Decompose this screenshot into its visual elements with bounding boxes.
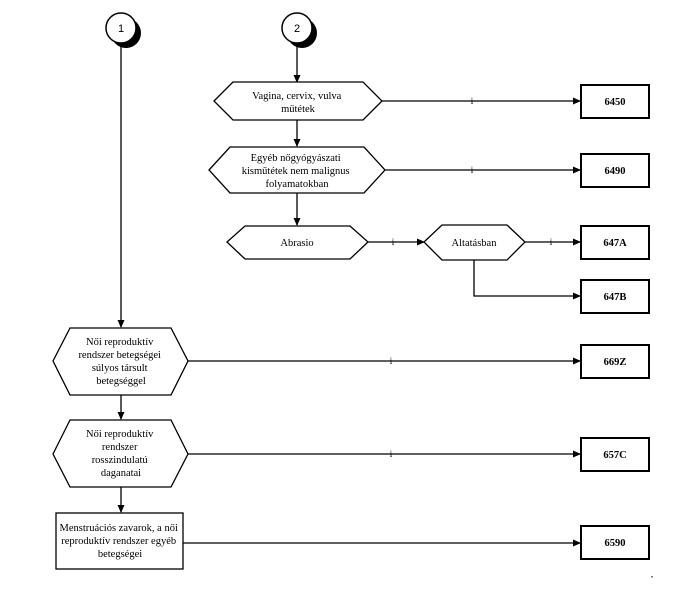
- code-box-647B-text: 647B: [604, 292, 627, 303]
- connector-2-label: 2: [294, 23, 300, 35]
- edge-label-669Z: i: [390, 356, 393, 366]
- edge-label-6490: i: [471, 165, 474, 175]
- node-vagina: Vagina, cervix, vulva műtétek: [213, 81, 383, 121]
- node-noi-rossz-text: Női reproduktív rendszer rosszindulatú d…: [86, 429, 156, 479]
- edges: [117, 44, 581, 547]
- code-box-6490-shape: [580, 153, 650, 188]
- code-box-6450-shape: [580, 84, 650, 119]
- code-box-657C: 657C: [580, 437, 650, 472]
- connector-1-circle: [105, 12, 137, 44]
- connector-2: 2: [281, 12, 317, 48]
- code-box-669Z: 669Z: [580, 344, 650, 379]
- code-box-6590: 6590: [580, 525, 650, 560]
- node-egyeb-shape: [208, 146, 386, 194]
- code-box-6450-text: 6450: [605, 97, 626, 108]
- node-egyeb: Egyéb nőgyógyászati kisműtétek nem malig…: [208, 146, 386, 194]
- connector-2-circle: [281, 12, 313, 44]
- code-box-6590-shape: [580, 525, 650, 560]
- node-noi-sulyos-shape: [52, 327, 189, 396]
- edge-labels: i i i i i i: [390, 96, 553, 459]
- node-noi-rossz: Női reproduktív rendszer rosszindulatú d…: [52, 419, 189, 488]
- node-altatas: Altatásban: [423, 224, 526, 261]
- code-box-6450: 6450: [580, 84, 650, 119]
- code-box-669Z-text: 669Z: [604, 357, 627, 368]
- code-box-647B-shape: [580, 279, 650, 314]
- code-box-6590-text: 6590: [605, 538, 626, 549]
- edge-altatas-647B: [473, 260, 581, 300]
- code-box-6490-text: 6490: [605, 166, 626, 177]
- edge-label-657C: i: [390, 449, 393, 459]
- node-menstr-shape: [55, 512, 184, 570]
- code-box-6490: 6490: [580, 153, 650, 188]
- node-vagina-shape: [213, 81, 383, 121]
- code-box-647A-shape: [580, 225, 650, 260]
- node-noi-rossz-shape: [52, 419, 189, 488]
- edge-label-647A: i: [550, 237, 553, 247]
- code-box-657C-text: 657C: [603, 450, 626, 461]
- node-abrasio-text: Abrasio: [280, 238, 313, 249]
- node-abrasio-shape: [226, 225, 369, 260]
- node-altatas-shape: [423, 224, 526, 261]
- node-abrasio: Abrasio: [226, 225, 369, 260]
- edge-label-6450: i: [471, 96, 474, 106]
- code-box-657C-shape: [580, 437, 650, 472]
- connector-1: 1: [105, 12, 141, 48]
- node-vagina-text: Vagina, cervix, vulva műtétek: [252, 91, 344, 115]
- node-altatas-text: Altatásban: [452, 238, 498, 249]
- code-box-647B: 647B: [580, 279, 650, 314]
- code-box-647A-text: 647A: [603, 238, 627, 249]
- edge-label-abrasio-altatas: i: [392, 237, 395, 247]
- node-noi-sulyos: Női reproduktív rendszer betegségei súly…: [52, 327, 189, 396]
- code-box-647A: 647A: [580, 225, 650, 260]
- node-menstr: Menstruációs zavarok, a női reproduktív …: [55, 512, 184, 570]
- code-box-669Z-shape: [580, 344, 650, 379]
- node-menstr-text: Menstruációs zavarok, a női reproduktív …: [59, 523, 180, 560]
- connector-1-label: 1: [118, 23, 124, 35]
- corner-mark: ": [651, 575, 654, 583]
- node-egyeb-text: Egyéb nőgyógyászati kisműtétek nem malig…: [242, 153, 353, 190]
- node-noi-sulyos-text: Női reproduktív rendszer betegségei súly…: [78, 337, 163, 387]
